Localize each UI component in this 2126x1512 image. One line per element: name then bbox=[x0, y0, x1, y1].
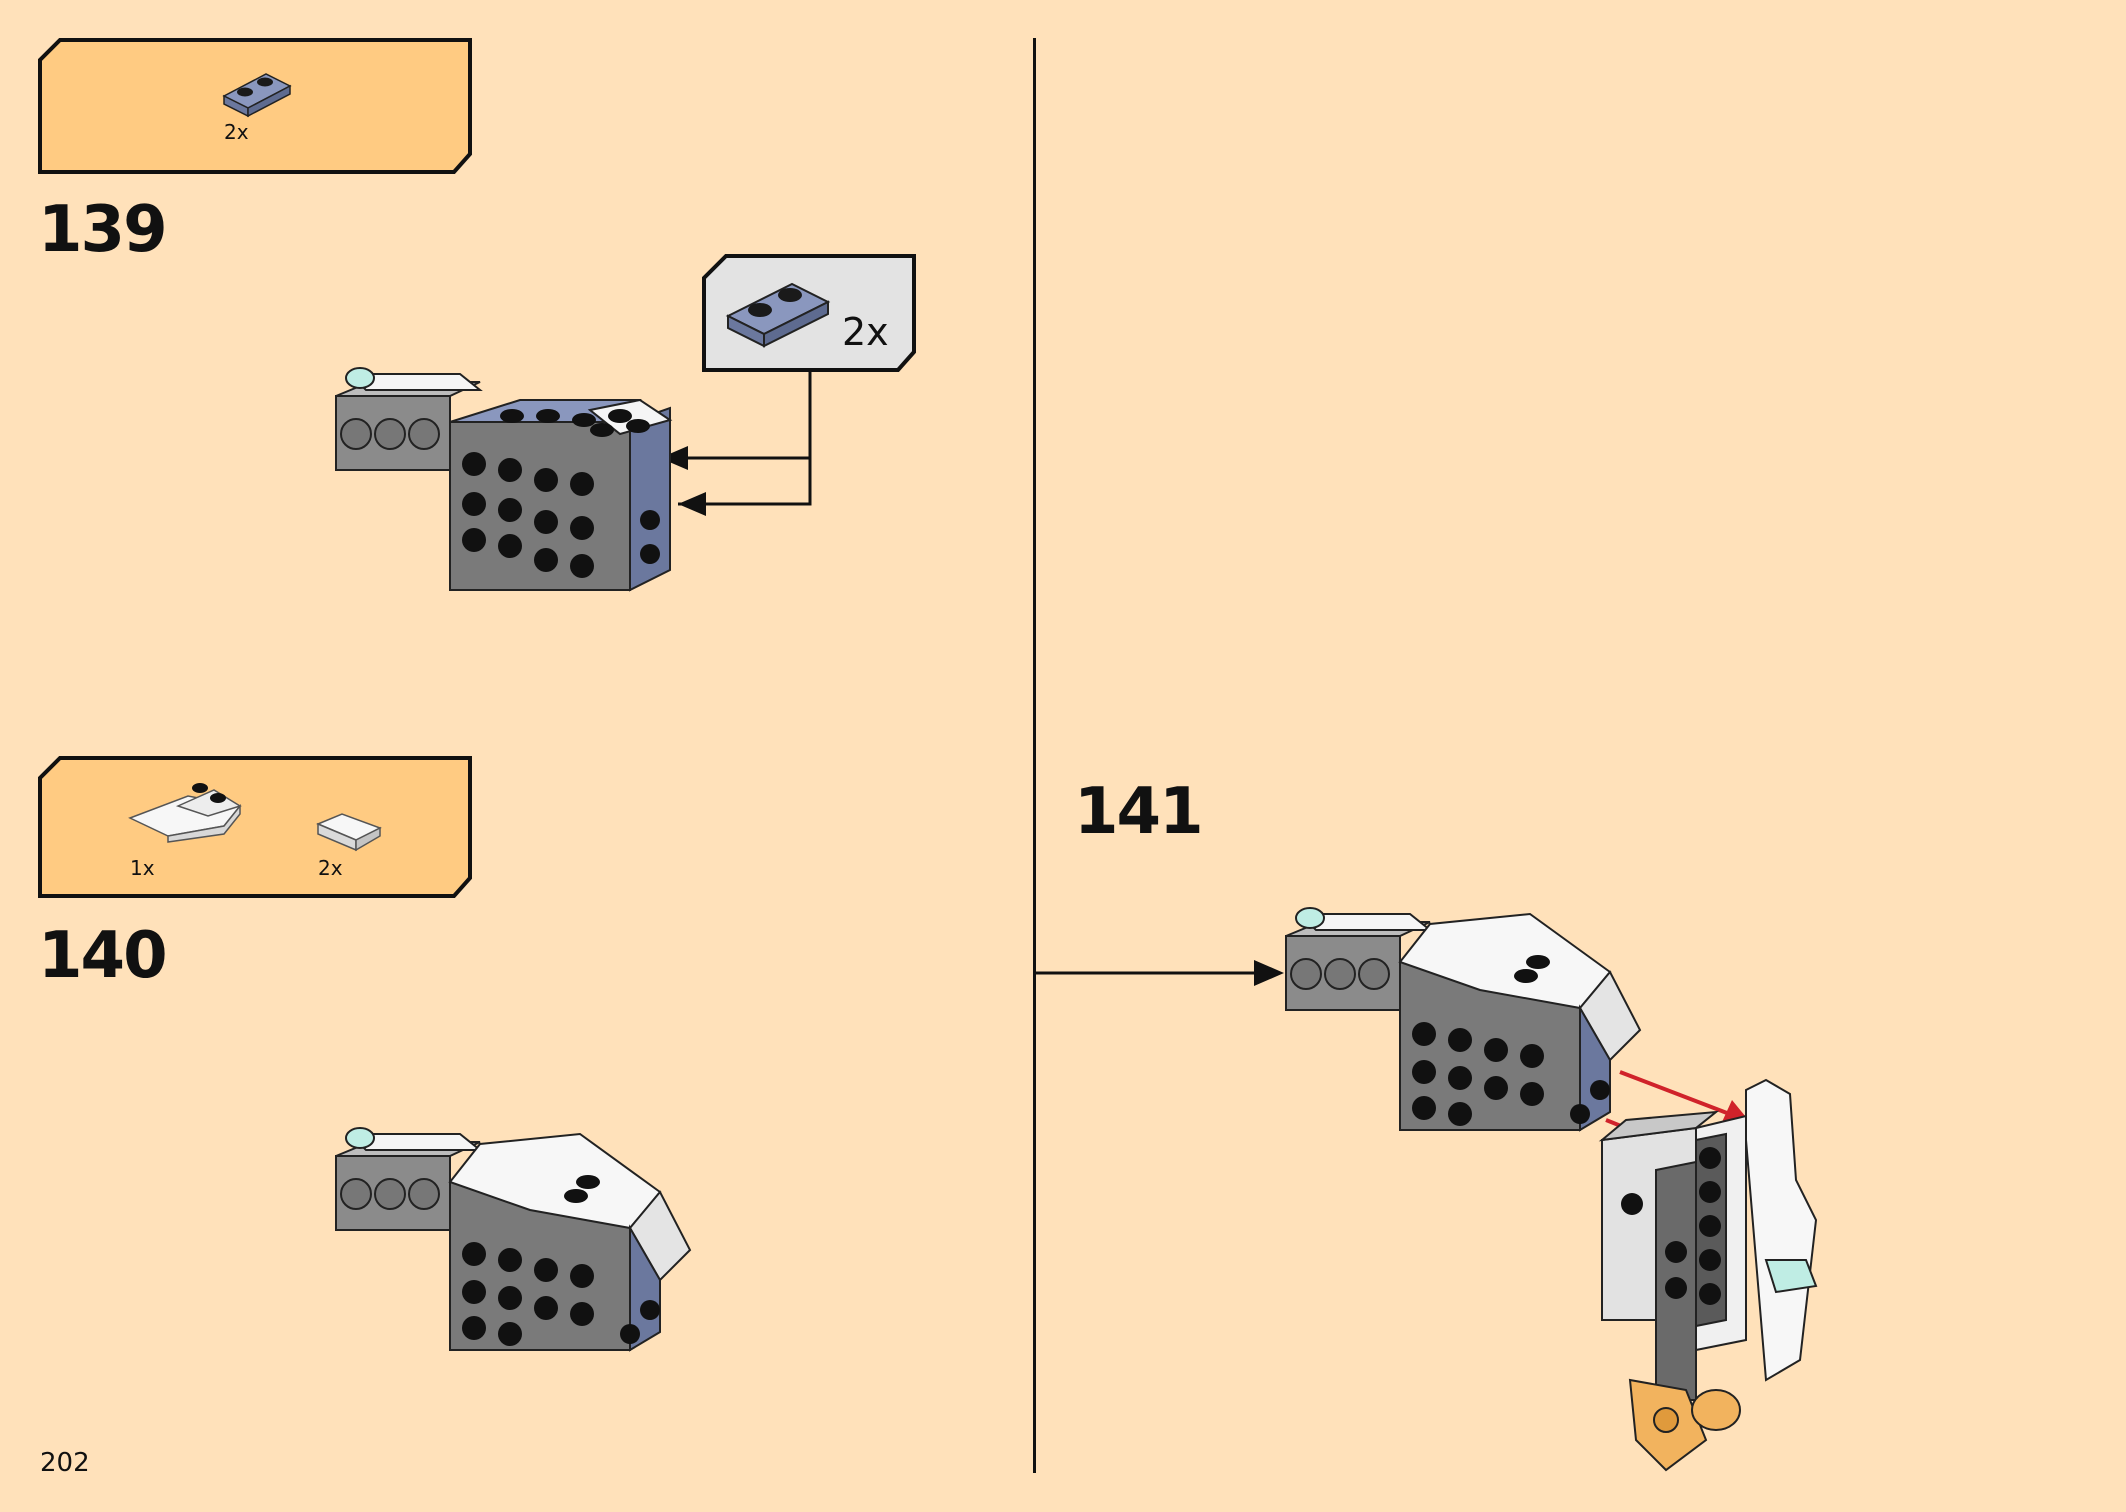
column-divider bbox=[1033, 38, 1036, 1473]
model-step-141-upper bbox=[1285, 907, 1642, 1132]
white-slope-tile-icon bbox=[316, 813, 382, 852]
model-step-139 bbox=[335, 367, 673, 592]
model-step-141-lower bbox=[1598, 1078, 1818, 1472]
plate-1x2-sand-blue-icon bbox=[725, 282, 831, 348]
white-wedge-plate-icon bbox=[128, 783, 242, 843]
page-number: 202 bbox=[40, 1448, 90, 1478]
model-step-140 bbox=[335, 1127, 692, 1352]
subassembly-qty-139: 2x bbox=[842, 310, 889, 354]
plate-1x2-sand-blue-icon bbox=[222, 73, 292, 118]
step-number-140: 140 bbox=[38, 919, 168, 993]
step-number-141: 141 bbox=[1074, 775, 1204, 849]
part-qty-140-b: 2x bbox=[318, 856, 343, 880]
step-number-139: 139 bbox=[38, 193, 168, 267]
placement-arrows-139 bbox=[660, 370, 812, 516]
parts-callout-140 bbox=[38, 756, 472, 898]
part-qty-140-a: 1x bbox=[130, 856, 155, 880]
subassembly-arrow-141 bbox=[1036, 960, 1284, 986]
part-qty-139: 2x bbox=[224, 120, 249, 144]
